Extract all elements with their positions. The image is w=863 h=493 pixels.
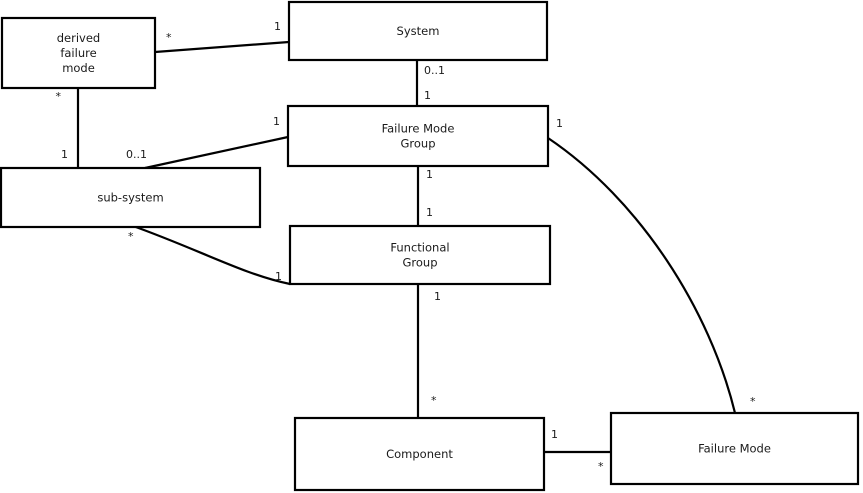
node-failure-mode[interactable]: Failure Mode: [609, 411, 860, 486]
node-component[interactable]: Component: [293, 416, 546, 492]
node-box-sub-system[interactable]: [0, 166, 262, 229]
node-label-system: System: [397, 24, 440, 38]
edges-layer: [76, 40, 737, 454]
multiplicity-m-fmg-fm-star: *: [750, 395, 756, 408]
multiplicity-m-system-one: 1: [274, 20, 281, 33]
multiplicity-m-fg-comp-star: *: [431, 394, 437, 407]
multiplicity-m-fmg-fg-one-bot: 1: [426, 206, 433, 219]
multiplicity-labels-layer: * 1 0..1 1 * 1 0..1 1 1 1 1 * 1 1 * 1 * *: [56, 20, 757, 473]
node-system[interactable]: System: [287, 0, 549, 62]
multiplicity-m-sub-fg-star: *: [128, 230, 134, 243]
edge-failure-mode-group--failure-mode: [547, 137, 737, 414]
multiplicity-m-sub-fmg-0to1: 0..1: [126, 148, 147, 161]
edge-derived-failure-mode--system: [154, 40, 290, 54]
multiplicity-m-fmg-fg-one-top: 1: [426, 168, 433, 181]
node-box-derived-failure-mode[interactable]: [0, 16, 157, 90]
multiplicity-m-system-fmg-0to1: 0..1: [424, 64, 445, 77]
multiplicity-m-dfm-sub-one: 1: [61, 148, 68, 161]
node-label-failure-mode: Failure Mode: [698, 441, 771, 455]
node-box-failure-mode-group[interactable]: [286, 104, 550, 168]
edge-sub-system--functional-group: [132, 224, 291, 286]
multiplicity-m-dfm-system-star: *: [166, 31, 172, 44]
multiplicity-m-system-fmg-one: 1: [424, 89, 431, 102]
multiplicity-m-sub-fg-one: 1: [275, 270, 282, 283]
multiplicity-m-dfm-sub-star: *: [56, 90, 62, 103]
node-sub-system[interactable]: sub-system: [0, 166, 262, 229]
node-box-system[interactable]: [287, 0, 549, 62]
node-label-component: Component: [386, 447, 453, 461]
multiplicity-m-comp-fm-one: 1: [551, 428, 558, 441]
node-box-failure-mode[interactable]: [609, 411, 860, 486]
node-label-sub-system: sub-system: [97, 190, 163, 204]
multiplicity-m-comp-fm-star: *: [598, 460, 604, 473]
node-box-functional-group[interactable]: [288, 224, 552, 286]
multiplicity-m-fmg-left-one: 1: [273, 115, 280, 128]
multiplicity-m-fg-comp-one: 1: [434, 290, 441, 303]
multiplicity-m-fmg-right-one: 1: [556, 117, 563, 130]
edge-sub-system--failure-mode-group: [144, 135, 289, 170]
node-box-component[interactable]: [293, 416, 546, 492]
